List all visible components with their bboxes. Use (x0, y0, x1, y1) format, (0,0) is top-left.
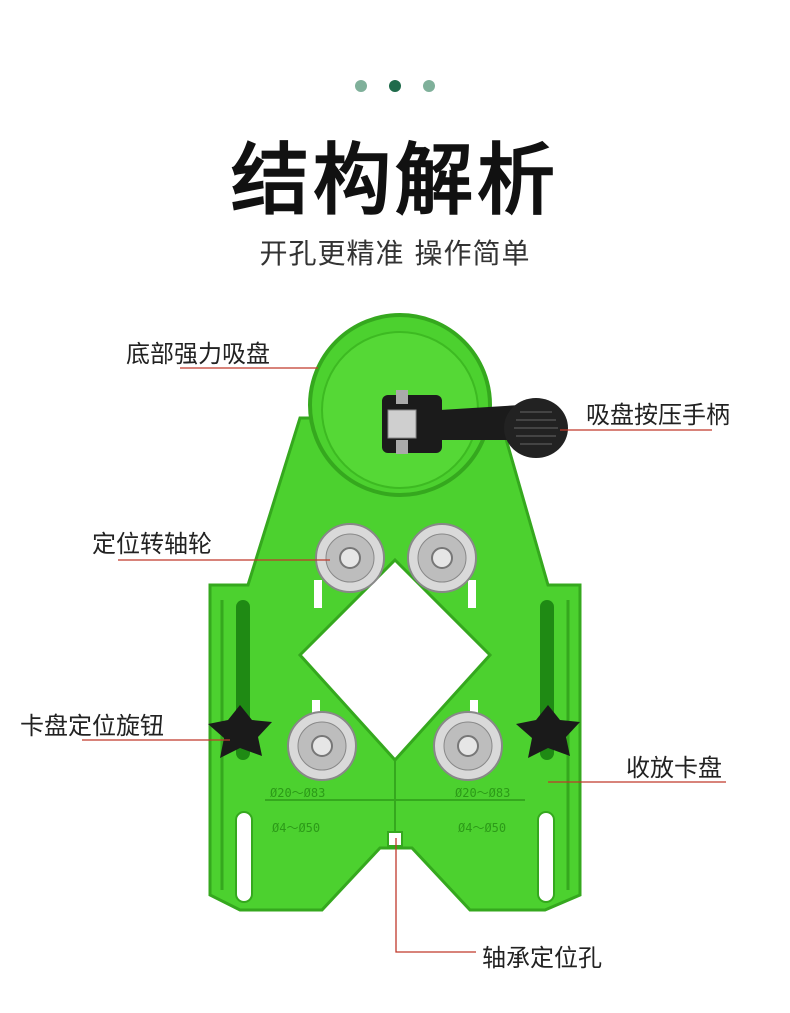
label-suction-cup: 底部强力吸盘 (126, 340, 270, 368)
suction-handle (382, 390, 568, 458)
scale-mark-lower-right: Ø4～Ø50 (458, 821, 506, 835)
label-clamp-knob: 卡盘定位旋钮 (20, 712, 164, 740)
scale-mark-upper-right: Ø20～Ø83 (455, 786, 510, 800)
leader-bearing-hole (395, 838, 476, 953)
scale-mark-lower-left: Ø4～Ø50 (272, 821, 320, 835)
page-dot-1[interactable] (355, 80, 367, 92)
page-dot-2-active[interactable] (389, 80, 401, 92)
clamp-knob-right (516, 705, 580, 758)
page-title: 结构解析 (230, 136, 559, 226)
positioning-wheel-top-right (407, 523, 477, 593)
positioning-wheel-top-left (315, 523, 385, 593)
page-subtitle: 开孔更精准 操作简单 (259, 237, 531, 270)
positioning-wheel-bottom-right (433, 711, 503, 781)
label-positioning-wheel: 定位转轴轮 (92, 530, 212, 558)
label-storage-chuck: 收放卡盘 (626, 754, 722, 782)
clamp-knob-left (208, 705, 272, 758)
pagination-dots (355, 80, 435, 94)
bearing-hole (387, 831, 403, 847)
page-dot-3[interactable] (423, 80, 435, 92)
positioning-wheel-bottom-left (287, 711, 357, 781)
label-suction-handle: 吸盘按压手柄 (586, 401, 730, 429)
label-bearing-hole: 轴承定位孔 (482, 944, 602, 972)
scale-mark-upper-left: Ø20～Ø83 (270, 786, 325, 800)
